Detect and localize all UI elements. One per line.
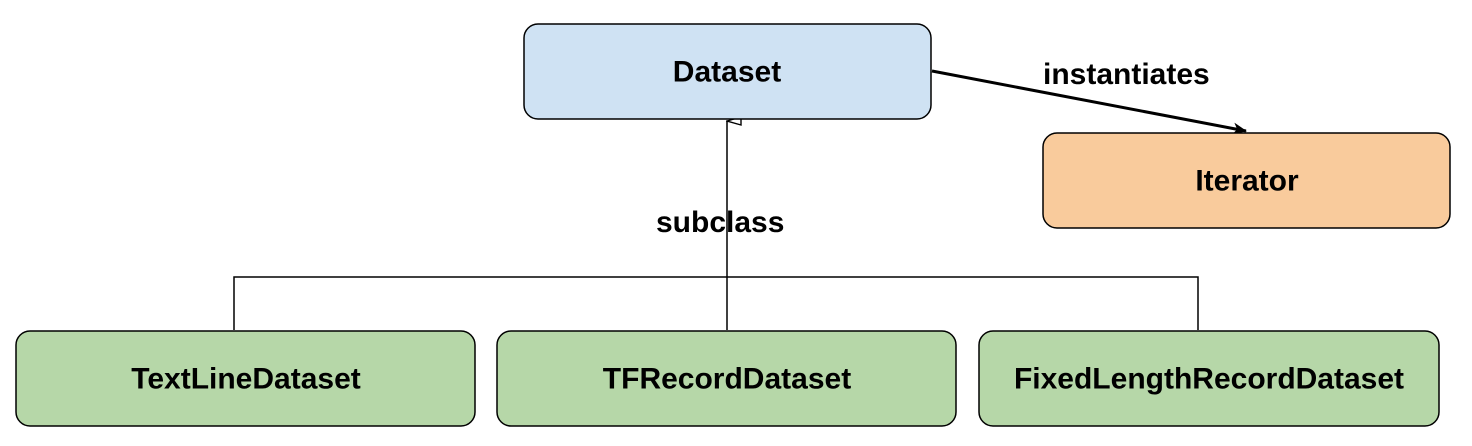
dataset-box [523,23,932,120]
subclass-connector [233,121,1199,330]
fixed-length-record-dataset-box [978,330,1440,427]
tfrecord-dataset-node: TFRecordDataset [496,330,957,427]
subclass-label: subclass [656,206,784,239]
tfrecord-dataset-label: TFRecordDataset [603,363,851,396]
text-line-dataset-node: TextLineDataset [15,330,476,427]
tfrecord-dataset-box [496,330,957,427]
dataset-node: Dataset [523,23,932,120]
fixed-length-record-dataset-label: FixedLengthRecordDataset [1014,363,1404,396]
iterator-node: Iterator [1042,132,1451,229]
text-line-dataset-label: TextLineDataset [131,363,361,396]
instantiates-arrow [931,69,1247,135]
iterator-box [1042,132,1451,229]
iterator-label: Iterator [1195,165,1299,198]
instantiates-label: instantiates [1043,58,1210,91]
text-line-dataset-box [15,330,476,427]
fixed-length-record-dataset-node: FixedLengthRecordDataset [978,330,1440,427]
subclass-bus-line [233,276,1199,330]
dataset-label: Dataset [673,56,781,89]
